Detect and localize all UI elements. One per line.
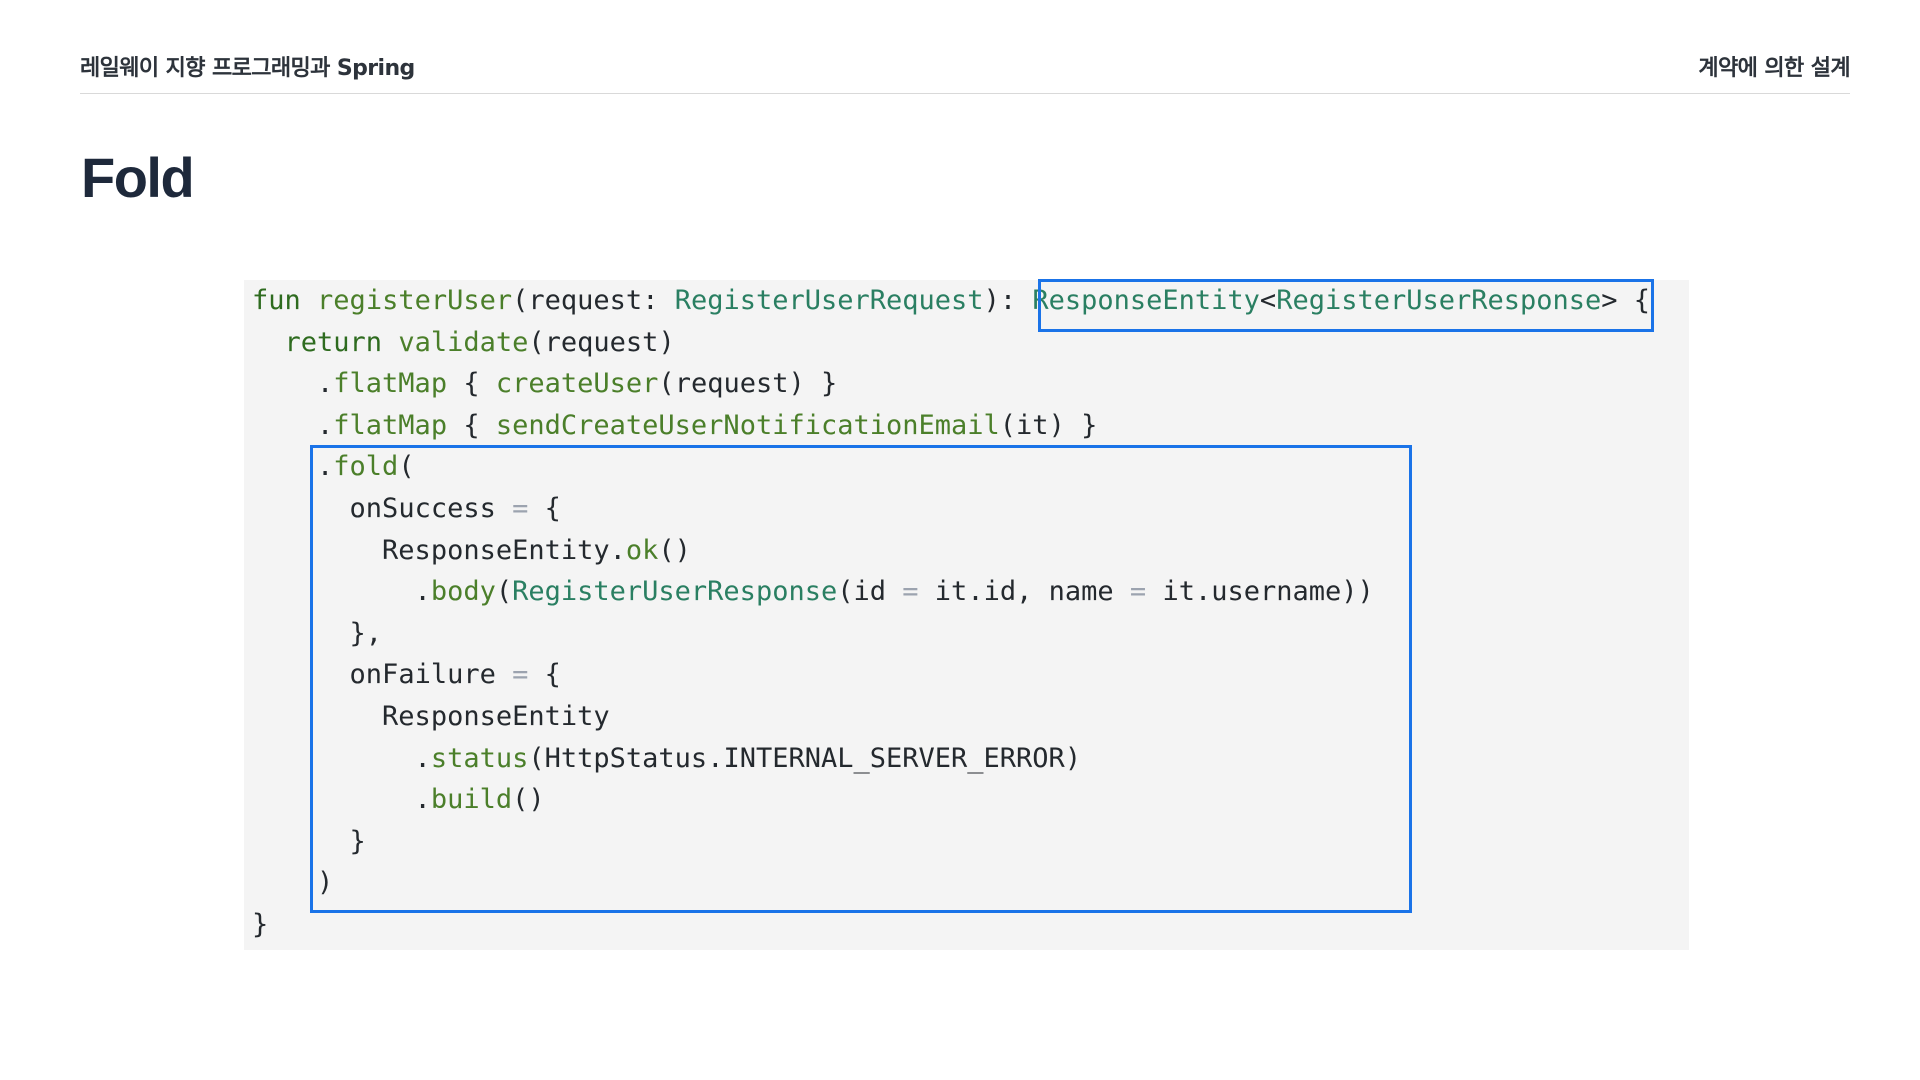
presentation-title: 레일웨이 지향 프로그래밍과 Spring xyxy=(80,56,415,81)
code-line: ) xyxy=(252,867,334,899)
code-line: ResponseEntity xyxy=(382,700,610,732)
code-line: } xyxy=(252,908,269,940)
fold-block-highlight-box xyxy=(310,445,1412,913)
code-line: .flatMap { createUser(request) } xyxy=(252,368,838,400)
code-line: onFailure = { xyxy=(349,659,561,691)
slide-header: 레일웨이 지향 프로그래밍과 Spring 계약에 의한 설계 xyxy=(80,50,1851,94)
code-line: }, xyxy=(252,617,383,649)
code-line: .fold( xyxy=(252,451,415,483)
code-listing: fun registerUser(request: RegisterUserRe… xyxy=(252,280,1650,946)
code-line: ResponseEntity.ok() xyxy=(382,534,691,566)
code-line: .build() xyxy=(252,784,545,816)
code-line: onSuccess = { xyxy=(349,492,561,524)
code-line: return validate(request) xyxy=(284,326,675,358)
code-block: fun registerUser(request: RegisterUserRe… xyxy=(244,280,1689,950)
section-title: 계약에 의한 설계 xyxy=(1698,56,1850,81)
code-line: .flatMap { sendCreateUserNotificationEma… xyxy=(252,409,1098,441)
slide-title: Fold xyxy=(81,146,195,209)
return-type-highlight-box xyxy=(1038,279,1654,332)
code-line: .status(HttpStatus.INTERNAL_SERVER_ERROR… xyxy=(252,742,1082,774)
code-line: fun registerUser(request: RegisterUserRe… xyxy=(252,285,1651,316)
code-line: } xyxy=(252,825,366,857)
code-line: .body(RegisterUserResponse(id = it.id, n… xyxy=(252,576,1374,608)
